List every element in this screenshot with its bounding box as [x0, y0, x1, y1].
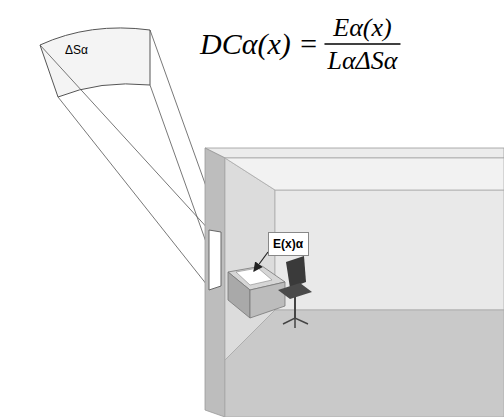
node-text: E(x)α — [273, 237, 304, 251]
ceiling — [225, 158, 504, 190]
chair-base — [283, 318, 308, 328]
window — [209, 230, 221, 290]
desk-front — [250, 282, 285, 318]
chair-seat — [278, 283, 312, 299]
node-text: ΔSα — [65, 43, 90, 57]
chair-back — [286, 256, 306, 288]
leader-arrow — [254, 252, 268, 271]
illuminance-box: E(x)α — [268, 232, 309, 256]
view-cone — [40, 30, 221, 290]
formula-lhs: DCα(x) = — [200, 27, 318, 61]
outer-wall — [205, 148, 225, 417]
back-wall — [275, 190, 504, 310]
sky-patch-label: ΔSα — [62, 40, 93, 62]
chair-post — [294, 297, 296, 318]
fraction-bar — [324, 43, 400, 45]
formula-numerator: Eα(x) — [333, 13, 391, 43]
formula-denominator: LαΔSα — [327, 46, 397, 76]
ceiling-edge — [205, 148, 504, 158]
floor — [225, 310, 504, 417]
